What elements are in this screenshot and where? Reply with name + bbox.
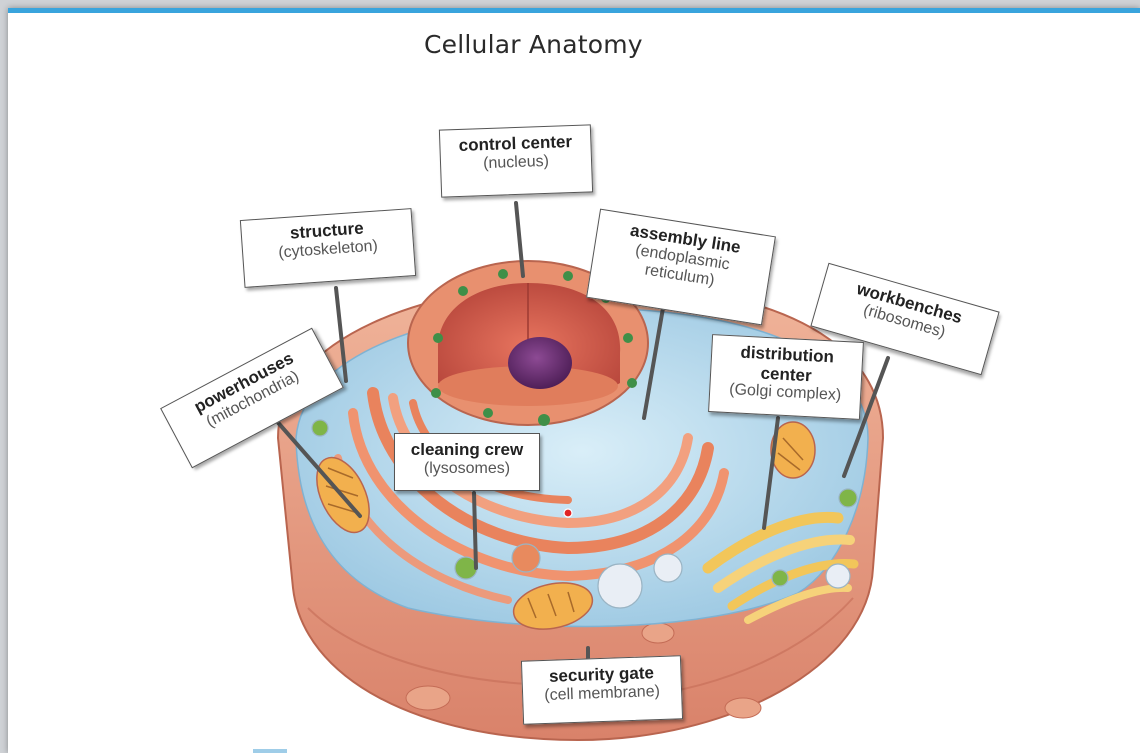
lysosomes-organelle-text: (lysosomes) [403,460,531,478]
slide-frame: Cellular Anatomy [8,8,1140,753]
cell-membrane-label: security gate (cell membrane) [521,655,683,725]
golgi-complex-label: distribution center (Golgi complex) [708,334,864,420]
nucleus-label: control center (nucleus) [439,124,593,197]
bottom-accent-tab [253,749,287,753]
lysosomes-role-text: cleaning crew [403,440,531,460]
cytoskeleton-label: structure (cytoskeleton) [240,208,416,288]
lysosomes-label: cleaning crew (lysosomes) [394,433,540,491]
cell-illustration [8,8,1140,753]
